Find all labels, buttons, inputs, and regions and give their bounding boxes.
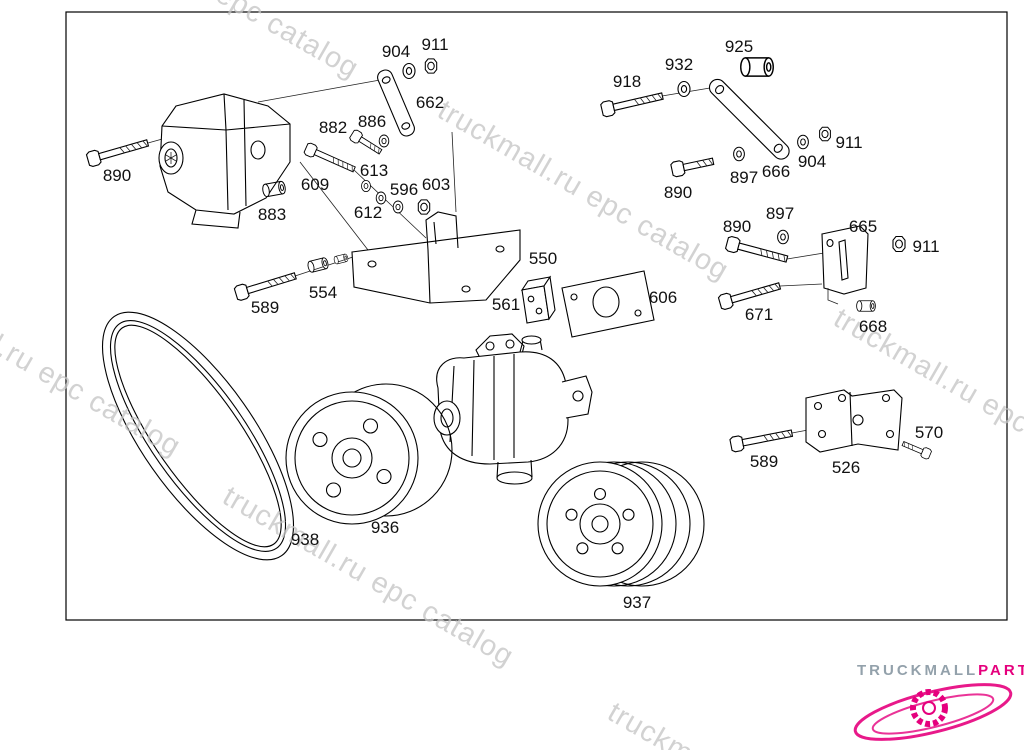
bolt-890-top-right [669,153,716,178]
washer-904-top [402,62,416,80]
bracket-526 [805,389,903,453]
bolt-671 [717,278,783,311]
bolt-589-right [729,425,794,453]
bolt-570 [900,438,933,461]
spacer-554-b [333,253,349,265]
block-561 [520,275,556,324]
bolt-918 [599,88,665,118]
bolt-609 [302,141,358,176]
washer-612 [375,191,387,205]
sleeve-925 [740,57,774,77]
strap-662 [377,69,415,137]
v-belt-938 [101,311,295,561]
pump-assembly-drawing [433,333,593,485]
bolt-882 [348,128,385,158]
washer-886 [378,134,390,148]
steering-pump-drawing [158,93,291,229]
brand-name-truckmall: TRUCKMALL [857,662,979,679]
brand-logo-wheel-icon [853,683,1013,741]
spacer-554-a [306,256,330,274]
washer-932 [677,80,691,98]
bushing-668 [856,300,876,312]
brand-logo: TRUCKMALLPARTS [845,656,1024,750]
brand-logo-text: TRUCKMALLPARTS [857,662,1024,679]
bracket-665 [821,225,869,305]
washer-897-mid [777,229,789,245]
washer-897-top [733,146,745,162]
washer-596 [392,200,404,214]
bracket-550 [351,211,521,304]
pulley-936 [285,383,453,525]
bolt-890-left [85,135,151,168]
pulley-937 [537,461,705,587]
nut-911-mid [892,235,906,253]
brand-name-parts: PARTS [978,662,1024,679]
nut-911-right [819,126,831,142]
nut-911-top [424,58,438,74]
diagram-border [65,11,1008,621]
bolt-589-left [233,268,299,302]
plate-606 [561,270,655,338]
nut-603 [417,199,431,215]
washer-613 [361,179,371,193]
washer-904-right [797,134,809,150]
strap-666 [708,78,790,160]
